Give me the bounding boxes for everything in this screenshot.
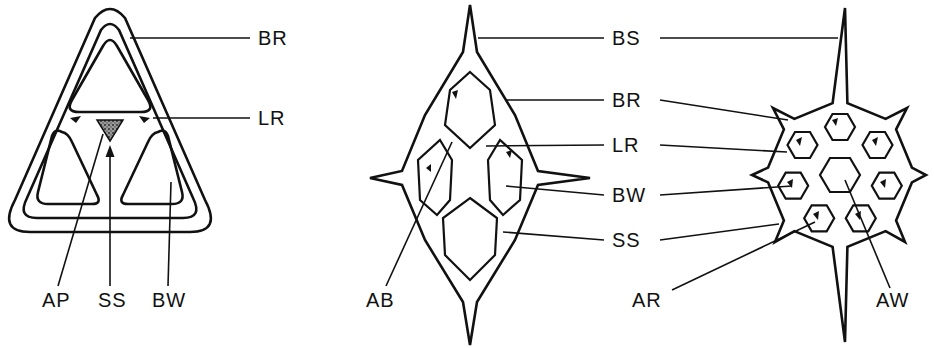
part-label: SS bbox=[98, 289, 127, 311]
part-label: BR bbox=[258, 27, 288, 49]
spined-grain bbox=[370, 5, 590, 345]
part-label: BW bbox=[152, 289, 186, 311]
part-label: SS bbox=[612, 229, 641, 251]
part-label: AR bbox=[632, 289, 662, 311]
arrow-head bbox=[106, 145, 115, 157]
part-label: LR bbox=[612, 134, 640, 156]
part-label: BW bbox=[612, 184, 646, 206]
leader-lines bbox=[58, 38, 250, 286]
lumen-mark bbox=[70, 116, 81, 123]
part-label: AP bbox=[42, 289, 71, 311]
part-label: AB bbox=[366, 289, 395, 311]
part-label: LR bbox=[258, 107, 286, 129]
spined-grain-polar bbox=[752, 8, 926, 342]
lumen-mark bbox=[139, 116, 150, 123]
part-label: AW bbox=[876, 289, 909, 311]
apocolpium bbox=[97, 120, 123, 141]
part-label: BS bbox=[612, 27, 641, 49]
leader-lines bbox=[386, 38, 890, 290]
part-label: BR bbox=[612, 89, 642, 111]
